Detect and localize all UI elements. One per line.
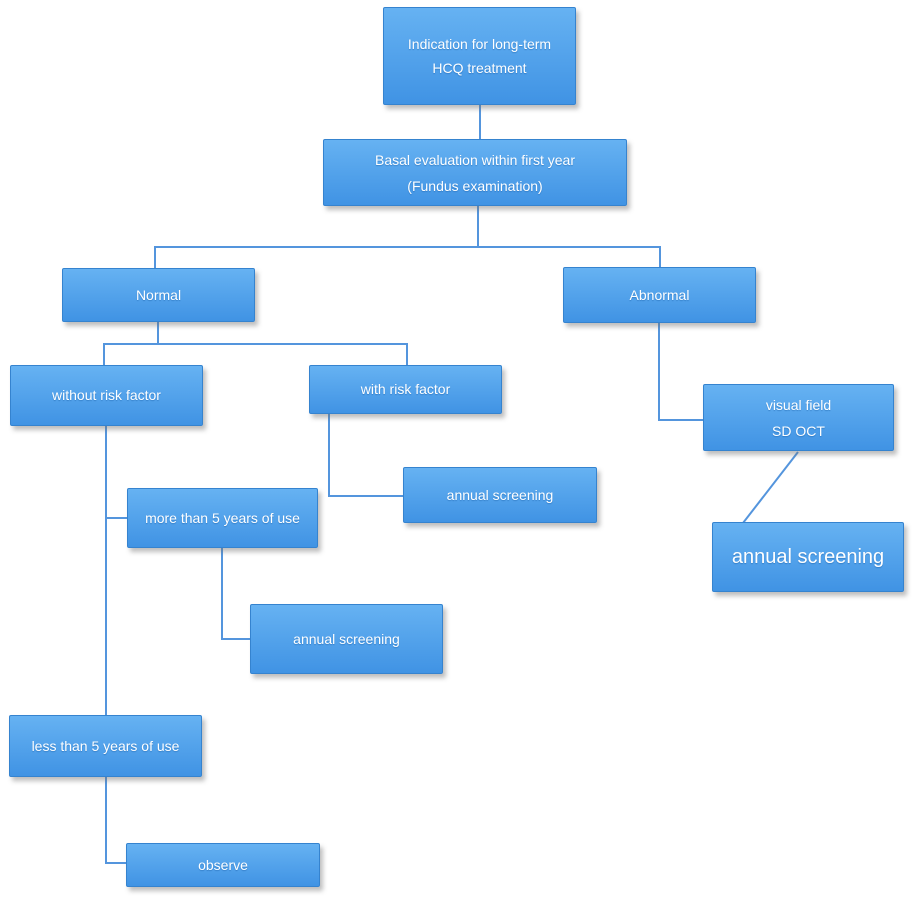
node-text-line: visual field [765,396,832,413]
node-text-line: HCQ treatment [432,60,527,76]
node-text-line: Indication for long-term [407,36,552,52]
node-normal: Normal [62,268,255,322]
node-text-line: SD OCT [772,422,825,439]
node-without-risk-factor: without risk factor [10,365,203,426]
node-abnormal: Abnormal [563,267,756,323]
node-with-risk-factor: with risk factor [309,365,502,414]
node-visual-field-sd-oct: visual field SD OCT [703,384,894,451]
node-annual-screening-abnormal: annual screening [712,522,904,592]
node-text-line: (Fundus examination) [407,177,543,194]
connector-visual-field-to-annual [742,451,799,524]
node-annual-screening-with-risk: annual screening [403,467,597,523]
node-indication-for-long-term-hcq-treatment: Indication for long-term HCQ treatment [383,7,576,105]
node-observe: observe [126,843,320,887]
node-basal-evaluation: Basal evaluation within first year (Fund… [323,139,627,206]
node-text-line: Basal evaluation within first year [375,151,575,168]
node-less-than-5-years-of-use: less than 5 years of use [9,715,202,777]
node-more-than-5-years-of-use: more than 5 years of use [127,488,318,548]
node-annual-screening-more-than-5: annual screening [250,604,443,674]
